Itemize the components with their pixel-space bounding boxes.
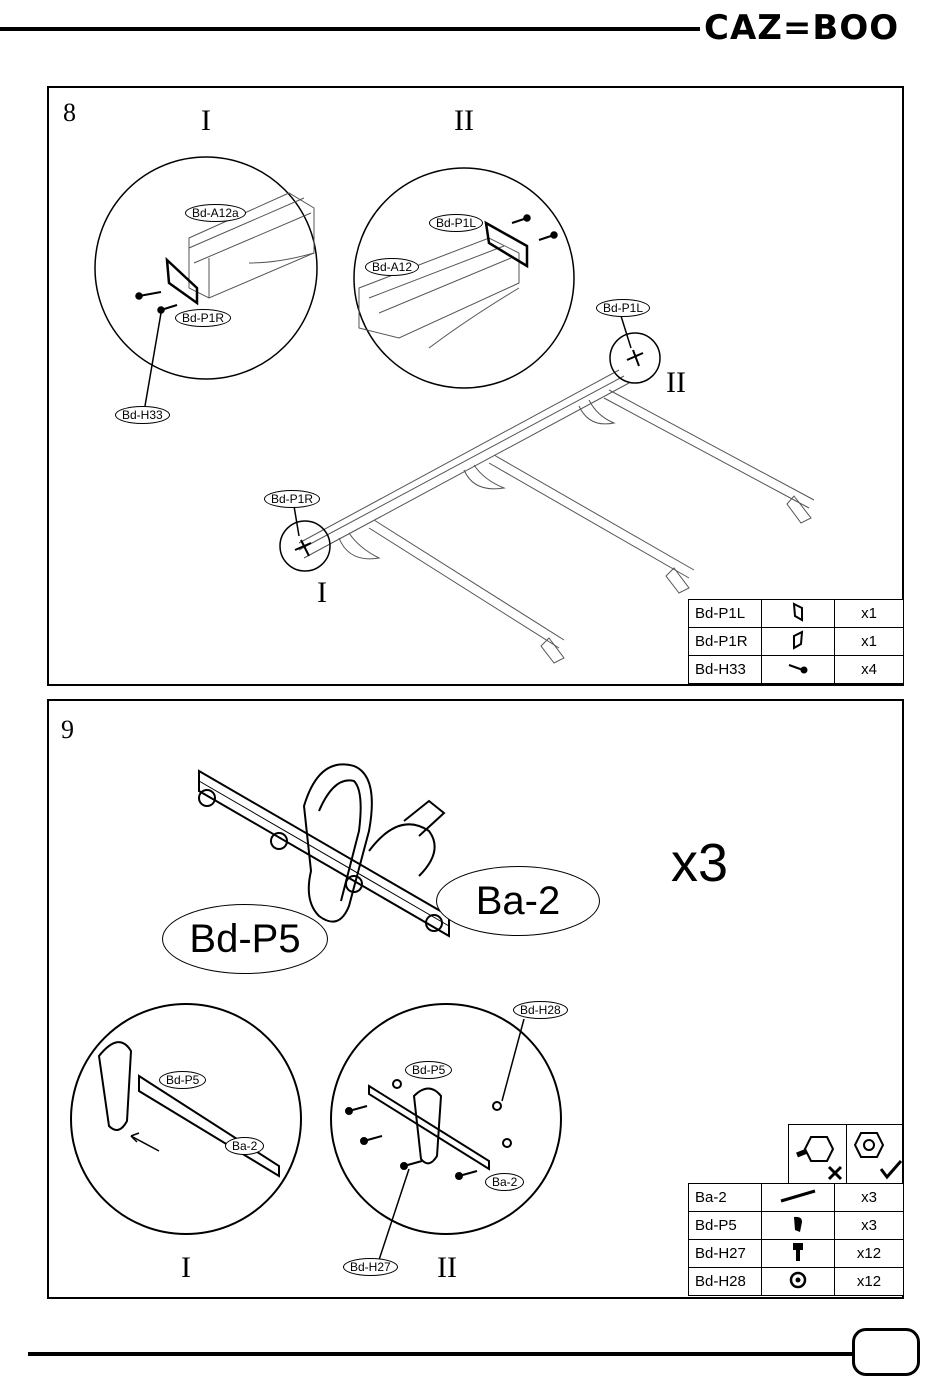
callout-ba-2-detail-ii: Ba-2 xyxy=(485,1173,524,1191)
callout-ba-2-detail-i: Ba-2 xyxy=(225,1137,264,1155)
bracket-right-icon xyxy=(762,628,835,656)
parts-row: Bd-P1L x1 xyxy=(689,600,904,628)
detail-label-i: I xyxy=(181,1251,191,1285)
step-number: 8 xyxy=(63,98,76,128)
parts-row: Bd-P1R x1 xyxy=(689,628,904,656)
callout-bd-p1l-detail: Bd-P1L xyxy=(429,214,483,232)
callout-bd-a12a: Bd-A12a xyxy=(185,204,246,222)
callout-bd-h33: Bd-H33 xyxy=(115,406,170,424)
clamp-icon xyxy=(762,1212,835,1240)
step-8-panel: 8 I II Bd-A12a Bd-P1R Bd-H33 Bd-P1L Bd-A… xyxy=(47,86,904,686)
step-8-illustration xyxy=(49,88,902,684)
page-number-box xyxy=(852,1328,920,1376)
part-code: Bd-P1R xyxy=(689,628,762,656)
part-qty: x3 xyxy=(835,1184,904,1212)
part-qty: x1 xyxy=(835,628,904,656)
detail-label-ii: II xyxy=(454,104,474,138)
step-number: 9 xyxy=(61,715,74,745)
main-label-i: I xyxy=(317,576,327,610)
callout-bd-p1l-main: Bd-P1L xyxy=(596,299,650,317)
main-label-ii: II xyxy=(666,366,686,400)
step-9-panel: 9 Ba-2 Bd-P5 x3 Bd-P5 Ba-2 Bd-H28 Bd-P5 … xyxy=(47,699,904,1299)
parts-row: Ba-2 x3 xyxy=(689,1184,904,1212)
part-code: Bd-H33 xyxy=(689,656,762,684)
parts-row: Bd-H27 x12 xyxy=(689,1240,904,1268)
quantity-multiplier: x3 xyxy=(671,833,728,893)
part-qty: x4 xyxy=(835,656,904,684)
callout-bd-h27: Bd-H27 xyxy=(343,1258,398,1276)
part-code: Ba-2 xyxy=(689,1184,762,1212)
callout-ba-2-large: Ba-2 xyxy=(436,866,600,936)
nut-icon xyxy=(762,1268,835,1296)
nut-correct-icon xyxy=(847,1125,904,1183)
callout-bd-a12: Bd-A12 xyxy=(365,258,419,276)
callout-bd-h28: Bd-H28 xyxy=(513,1001,568,1019)
footer-rule xyxy=(28,1352,852,1356)
part-code: Bd-H27 xyxy=(689,1240,762,1268)
part-qty: x12 xyxy=(835,1240,904,1268)
part-qty: x3 xyxy=(835,1212,904,1240)
parts-table-step-8: Bd-P1L x1 Bd-P1R x1 Bd-H33 x4 xyxy=(688,599,904,684)
callout-bd-p1r-main: Bd-P1R xyxy=(264,490,320,508)
parts-table-step-9: Ba-2 x3 Bd-P5 x3 Bd-H27 x12 Bd-H28 x xyxy=(688,1183,904,1296)
detail-label-ii: II xyxy=(437,1251,457,1285)
bracket-left-icon xyxy=(762,600,835,628)
bar-icon xyxy=(762,1184,835,1212)
nut-orientation-box xyxy=(788,1124,904,1184)
parts-row: Bd-H28 x12 xyxy=(689,1268,904,1296)
bolt-icon xyxy=(762,1240,835,1268)
header-rule xyxy=(0,27,700,31)
brand-logo: CAZ=BOO xyxy=(704,8,899,48)
parts-row: Bd-H33 x4 xyxy=(689,656,904,684)
part-qty: x1 xyxy=(835,600,904,628)
parts-row: Bd-P5 x3 xyxy=(689,1212,904,1240)
callout-bd-p1r-detail: Bd-P1R xyxy=(175,309,231,327)
nut-wrong-icon xyxy=(789,1125,847,1183)
detail-label-i: I xyxy=(201,104,211,138)
part-qty: x12 xyxy=(835,1268,904,1296)
callout-bd-p5-large: Bd-P5 xyxy=(162,904,328,974)
callout-bd-p5-detail-ii: Bd-P5 xyxy=(405,1061,452,1079)
screw-icon xyxy=(762,656,835,684)
part-code: Bd-P1L xyxy=(689,600,762,628)
callout-bd-p5-detail-i: Bd-P5 xyxy=(159,1071,206,1089)
part-code: Bd-P5 xyxy=(689,1212,762,1240)
part-code: Bd-H28 xyxy=(689,1268,762,1296)
